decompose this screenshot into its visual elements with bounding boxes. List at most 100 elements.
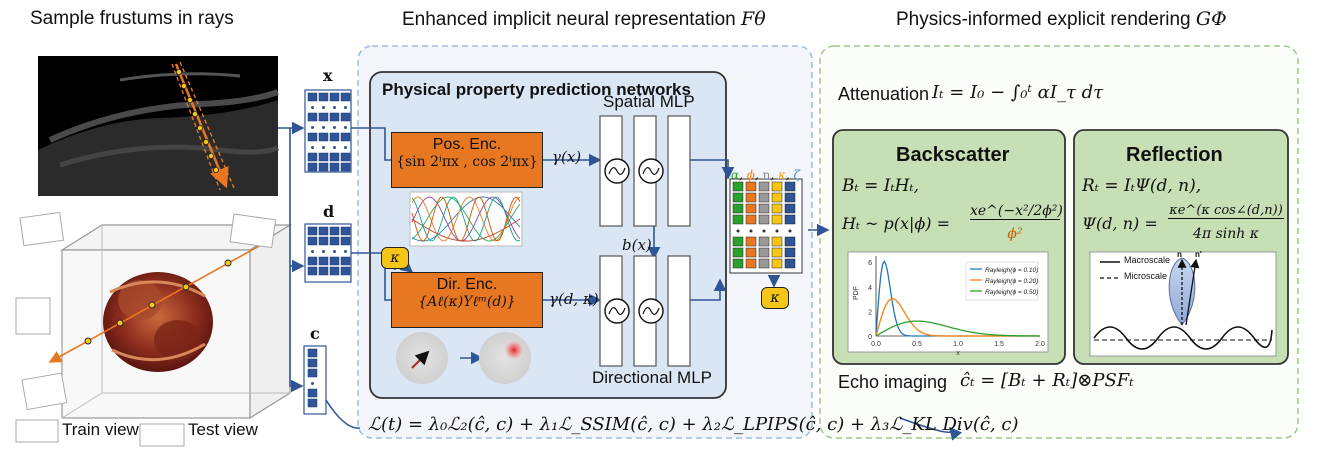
backscatter-eq2-denominator: ϕ² bbox=[1007, 226, 1023, 242]
param-kappa: κ bbox=[777, 168, 786, 182]
input-d-cells bbox=[307, 226, 351, 276]
grid-cell bbox=[340, 92, 351, 102]
echo-imaging-label: Echo imaging bbox=[838, 372, 948, 392]
spatial-mlp-label: Spatial MLP bbox=[603, 92, 695, 111]
output-cell bbox=[771, 181, 783, 192]
rayleigh-xtick: 0.0 bbox=[871, 341, 881, 348]
grid-cell bbox=[329, 226, 340, 236]
output-cell bbox=[732, 236, 744, 247]
input-d-label: d bbox=[323, 202, 335, 221]
grid-cell bbox=[340, 132, 351, 142]
output-cell bbox=[732, 247, 744, 258]
reflection-eq1: Rₜ = IₜΨ(d, n), bbox=[1082, 176, 1202, 196]
sinusoid-curves bbox=[411, 196, 521, 242]
grid-dot bbox=[311, 382, 314, 385]
rayleigh-ytick: 4 bbox=[868, 285, 872, 292]
grid-cell bbox=[307, 348, 318, 358]
right-title-symbol: GΦ bbox=[1195, 8, 1227, 30]
positional-encoding-box: Pos. Enc. {sin 2ⁱπx , cos 2ⁱπx} bbox=[391, 132, 543, 188]
test-view-legend: Test view bbox=[188, 420, 258, 439]
output-cell bbox=[771, 258, 783, 269]
volume-cube bbox=[48, 223, 293, 420]
rayleigh-curve bbox=[875, 320, 1040, 337]
dir-enc-title: Dir. Enc. bbox=[436, 276, 498, 293]
output-cell bbox=[732, 214, 744, 225]
output-cell bbox=[745, 247, 757, 258]
output-cell bbox=[758, 181, 770, 192]
grid-cell bbox=[307, 236, 318, 246]
encoded-sphere bbox=[479, 332, 531, 384]
output-cell bbox=[732, 181, 744, 192]
grid-cell bbox=[340, 162, 351, 172]
grid-dot bbox=[311, 106, 314, 109]
pos-enc-title: Pos. Enc. bbox=[432, 136, 502, 153]
grid-cell bbox=[329, 112, 340, 122]
grid-cell bbox=[340, 152, 351, 162]
output-cell bbox=[758, 247, 770, 258]
grid-cell bbox=[318, 256, 329, 266]
grid-cell bbox=[329, 266, 340, 276]
mlp-layer bbox=[667, 255, 691, 367]
output-cell bbox=[745, 258, 757, 269]
rayleigh-legend-entry: Rayleigh(ϕ = 0.20) bbox=[985, 278, 1038, 285]
rayleigh-xtick: 1.0 bbox=[953, 341, 963, 348]
output-cell bbox=[771, 236, 783, 247]
output-cell bbox=[771, 247, 783, 258]
grid-cell bbox=[340, 236, 351, 246]
reflection-legend-macro: Macroscale bbox=[1124, 255, 1171, 265]
grid-cell bbox=[329, 256, 340, 266]
grid-cell bbox=[340, 226, 351, 236]
rayleigh-ytick: 0 bbox=[868, 334, 872, 341]
grid-dot bbox=[322, 146, 325, 149]
output-cell bbox=[732, 258, 744, 269]
grid-cell bbox=[307, 256, 318, 266]
reflection-eq2-numerator: κe^(κ cos∠(d,n)) bbox=[1168, 203, 1284, 219]
rayleigh-ytick: 2 bbox=[868, 309, 872, 316]
output-cell bbox=[784, 181, 796, 192]
grid-cell bbox=[329, 92, 340, 102]
bottleneck-label: b(x) bbox=[622, 236, 652, 254]
right-title-text: Physics-informed explicit rendering bbox=[896, 9, 1191, 30]
echo-imaging-formula: ĉₜ = [Bₜ + Rₜ]⊗PSFₜ bbox=[960, 370, 1134, 391]
grid-cell bbox=[307, 398, 318, 408]
rayleigh-xtick: 1.5 bbox=[994, 341, 1004, 348]
backscatter-eq2-numerator: xe^(−x²/2ϕ²) bbox=[970, 203, 1063, 220]
grid-cell bbox=[318, 92, 329, 102]
output-cell bbox=[784, 203, 796, 214]
output-cell bbox=[758, 236, 770, 247]
backscatter-eq2-lhs: Hₜ ~ p(x|ϕ) = bbox=[842, 214, 951, 233]
right-section-title: Physics-informed explicit rendering GΦ bbox=[896, 8, 1227, 31]
grid-dot bbox=[322, 106, 325, 109]
output-cell bbox=[758, 258, 770, 269]
rayleigh-xtick: 0.5 bbox=[912, 341, 922, 348]
reflection-eq2-denominator: 4π sinh κ bbox=[1193, 226, 1259, 242]
param-zeta: ζ bbox=[793, 168, 800, 182]
reflection-legend-micro: Microscale bbox=[1124, 271, 1168, 281]
grid-dot bbox=[344, 106, 347, 109]
grid-cell bbox=[329, 132, 340, 142]
param-alpha: α bbox=[731, 168, 740, 182]
directional-encoding-box: Dir. Enc. {Aℓ(κ)Yℓᵐ(d)} bbox=[391, 272, 543, 328]
probe-tiles bbox=[15, 211, 277, 447]
output-cell bbox=[758, 214, 770, 225]
pos-enc-output: γ(x) bbox=[552, 148, 582, 166]
sinusoid-line bbox=[411, 218, 521, 242]
directional-mlp-label: Directional MLP bbox=[592, 368, 712, 387]
middle-title-text: Enhanced implicit neural representation bbox=[402, 9, 736, 30]
grid-dot bbox=[333, 126, 336, 129]
grid-dot bbox=[311, 126, 314, 129]
output-cell bbox=[771, 192, 783, 203]
output-cell bbox=[784, 247, 796, 258]
normal-n-label: n bbox=[1177, 250, 1182, 259]
output-cell bbox=[784, 236, 796, 247]
sinusoid-line bbox=[411, 196, 521, 242]
output-cell bbox=[732, 192, 744, 203]
output-cell bbox=[758, 192, 770, 203]
grid-cell bbox=[318, 226, 329, 236]
microscale-surface bbox=[1093, 326, 1273, 350]
normal-nprime-label: n' bbox=[1195, 250, 1202, 259]
grid-cell bbox=[340, 256, 351, 266]
physical-panel-title: Physical property prediction networks bbox=[382, 80, 691, 99]
grid-cell bbox=[307, 388, 318, 398]
